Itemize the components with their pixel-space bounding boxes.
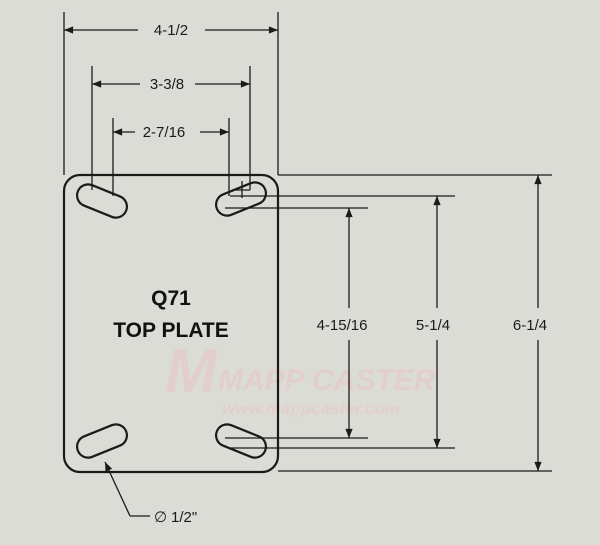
diameter-symbol: ∅ [154, 509, 167, 526]
vertical-dimensions: 6-1/4 5-1/4 4-15/16 [225, 174, 552, 472]
slot-bottom-right [214, 423, 268, 459]
dim-overall-length: 6-1/4 [513, 317, 547, 334]
dim-overall-width: 4-1/2 [154, 22, 188, 39]
slot-top-right [214, 181, 268, 217]
part-name: TOP PLATE [113, 319, 229, 342]
dim-bolt-spacing-narrow: 2-7/16 [143, 124, 186, 141]
slot-top-left [75, 183, 129, 219]
plate-outline [62, 173, 280, 474]
watermark-brand: MAPP CASTER [218, 364, 436, 397]
slot-bottom-left [75, 423, 129, 459]
dim-vertical-long: 5-1/4 [416, 317, 450, 334]
hole-diameter-callout: ∅ 1/2" [104, 461, 197, 526]
horizontal-dimensions: 4-1/2 3-3/8 2-7/16 [63, 12, 279, 196]
watermark-url: www.mappcaster.com [222, 399, 400, 418]
watermark: M MAPP CASTER www.mappcaster.com [165, 337, 436, 418]
dim-vertical-short: 4-15/16 [317, 317, 368, 334]
dim-hole-diameter: 1/2" [171, 509, 197, 526]
part-number: Q71 [151, 287, 191, 310]
dim-bolt-spacing-wide: 3-3/8 [150, 76, 184, 93]
watermark-logo-m: M [165, 337, 218, 406]
bolt-slots [75, 181, 268, 459]
